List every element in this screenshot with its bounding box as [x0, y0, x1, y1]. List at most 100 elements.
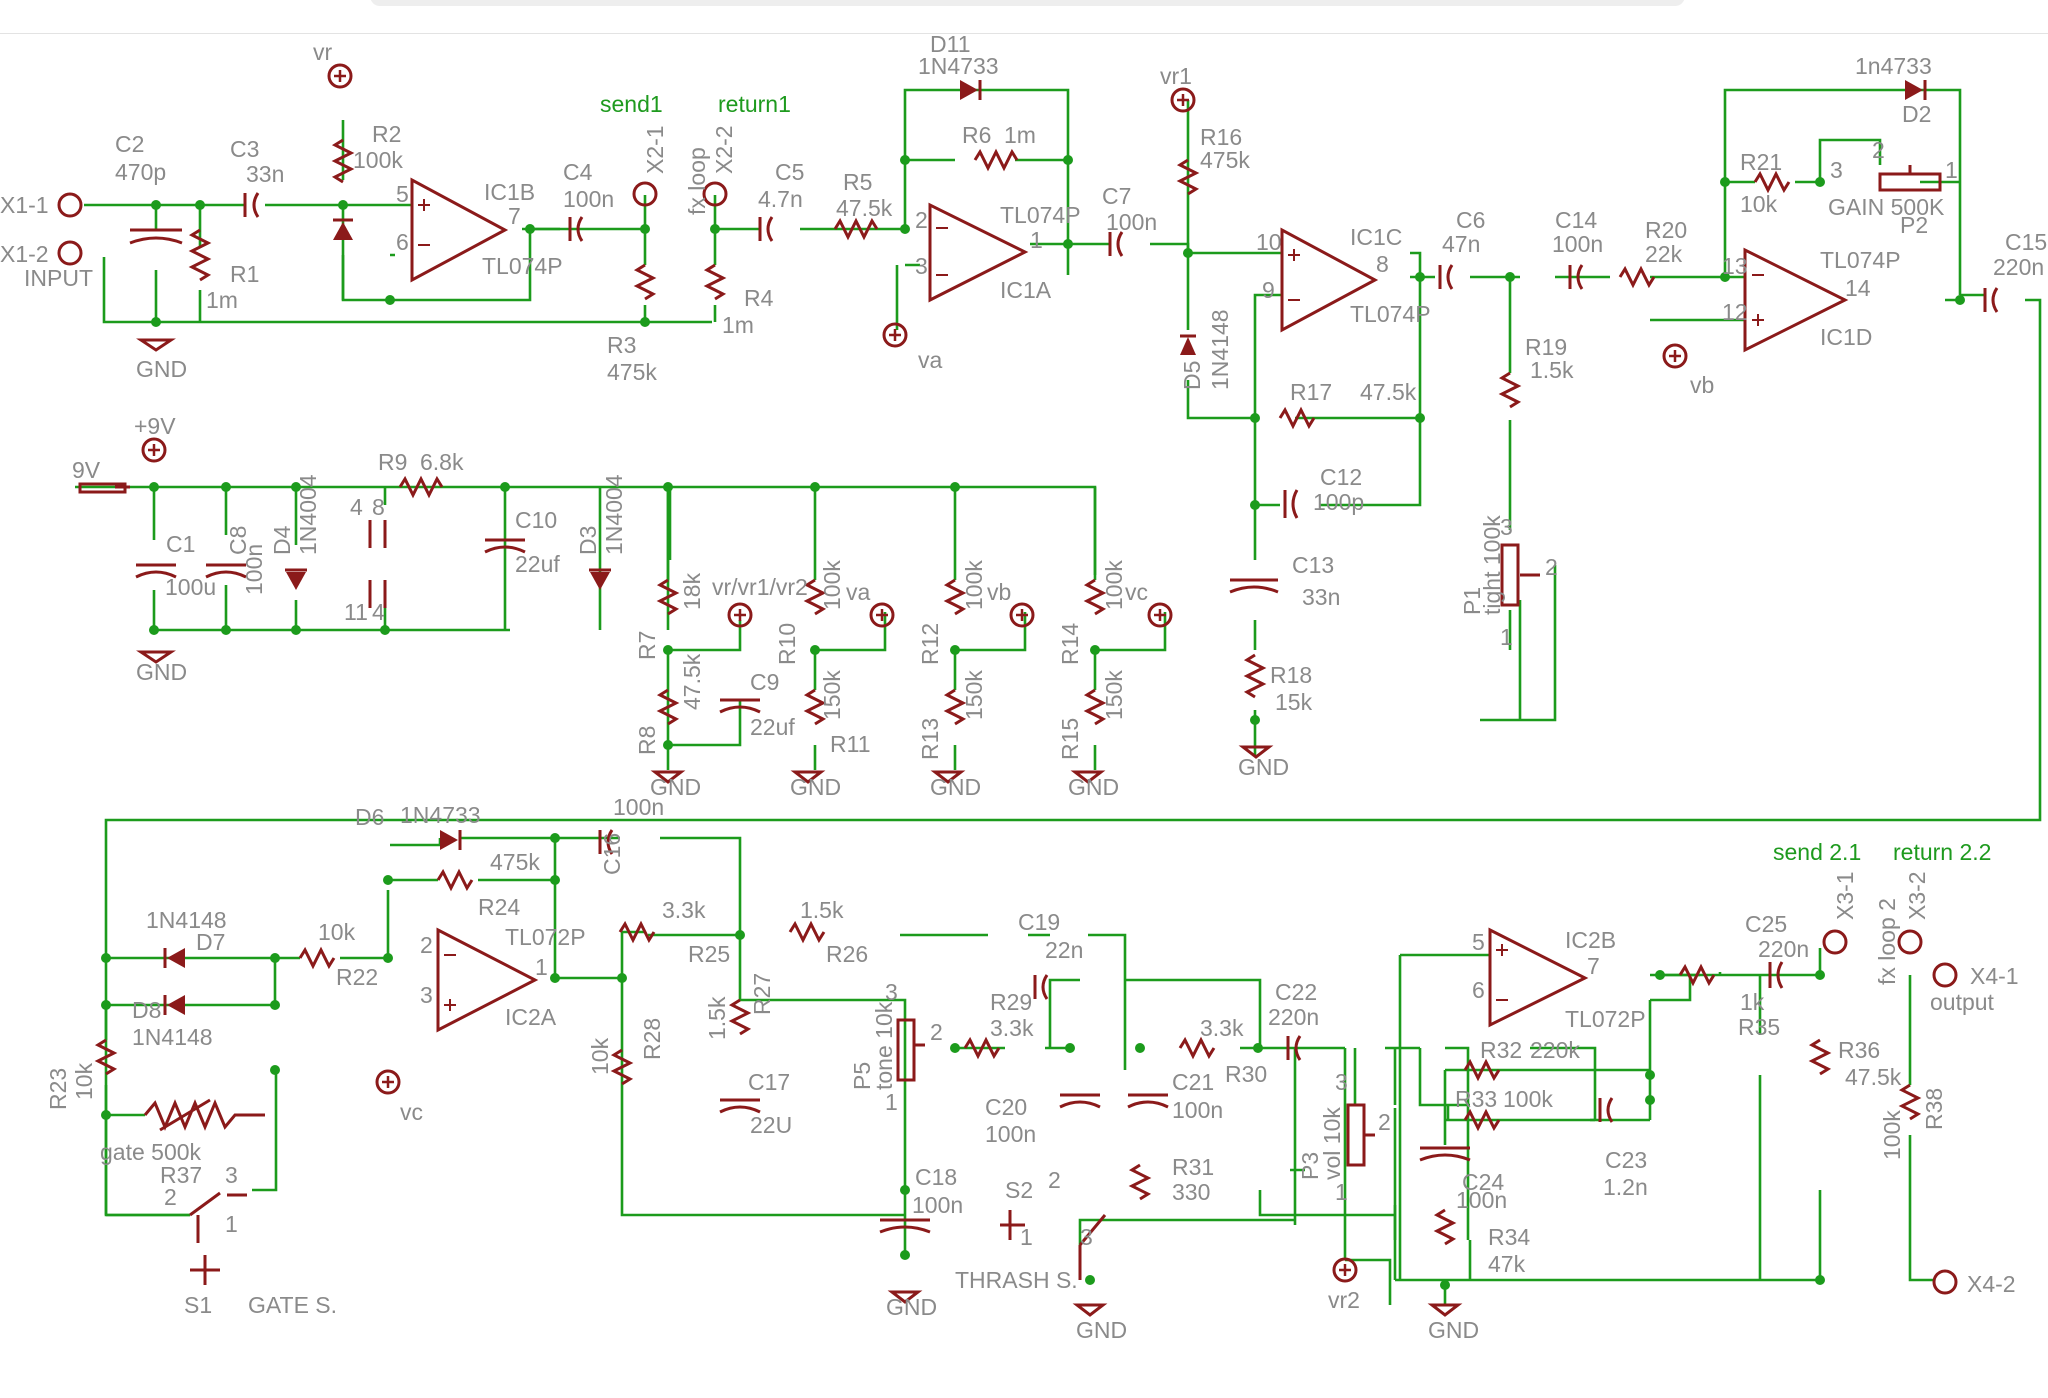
label-d2-value: 1n4733 [1855, 53, 1932, 79]
label-r10-value: 100k [819, 560, 845, 610]
pin-p2-3: 3 [1830, 157, 1843, 183]
label-c20: C20 [985, 1094, 1027, 1120]
label-p1-value: tight 100k [1479, 515, 1505, 615]
label-s2: S2 [1005, 1177, 1033, 1203]
label-vr1: vr1 [1160, 63, 1192, 89]
label-send21: send 2.1 [1773, 839, 1861, 865]
diodes [163, 80, 1927, 1015]
label-r11: R11 [830, 731, 871, 757]
label-r22: R22 [336, 964, 378, 990]
label-gate-s: GATE S. [248, 1292, 337, 1318]
label-r38: R38 [1921, 1088, 1947, 1130]
label-ic2b: IC2B [1565, 927, 1616, 953]
label-c22: C22 [1275, 979, 1317, 1005]
pin-ic1c-9: 9 [1262, 277, 1275, 303]
label-c17: C17 [748, 1069, 790, 1095]
capacitors [129, 192, 1999, 1234]
pin-ic1a-2: 2 [915, 207, 928, 233]
label-va: va [918, 347, 943, 373]
label-plus9v: +9V [134, 413, 176, 439]
label-r4-value: 1m [722, 312, 754, 338]
label-c12-value: 100p [1313, 489, 1364, 515]
label-gnd-r18: GND [1238, 754, 1289, 780]
resistors [78, 138, 1922, 1246]
label-c10-value: 22uf [515, 551, 560, 577]
label-x3-2: X3-2 [1904, 871, 1930, 920]
label-r21: R21 [1740, 149, 1782, 175]
label-r19-value: 1.5k [1530, 357, 1574, 383]
label-r17: R17 [1290, 379, 1332, 405]
pin-ic1d-13: 13 [1722, 253, 1748, 279]
label-r7b-value: 47.5k [679, 653, 705, 710]
label-gnd-r34: GND [1428, 1317, 1479, 1343]
label-c25: C25 [1745, 911, 1787, 937]
label-gnd-r13: GND [930, 774, 981, 800]
label-r3: R3 [607, 332, 636, 358]
label-c16-value: 100n [613, 794, 664, 820]
label-r15-value: 150k [1101, 670, 1127, 720]
label-ic1c: IC1C [1350, 224, 1402, 250]
label-c9-value: 22uf [750, 714, 795, 740]
pin-u-4a: 4 [350, 494, 363, 520]
pin-ic1c-8: 8 [1376, 251, 1389, 277]
label-output: output [1930, 989, 1995, 1015]
label-r11-value: 150k [819, 670, 845, 720]
label-c23: C23 [1605, 1147, 1647, 1173]
label-r1: R1 [230, 261, 259, 287]
label-d6-value: 1N4733 [400, 802, 481, 828]
label-r24: R24 [478, 894, 520, 920]
label-p1: P1 [1459, 587, 1485, 615]
label-r36-value: 47.5k [1845, 1064, 1902, 1090]
label-c14: C14 [1555, 207, 1597, 233]
label-r18-value: 15k [1275, 689, 1313, 715]
label-c4: C4 [563, 159, 593, 185]
label-r5-value: 47.5k [836, 195, 893, 221]
label-c6: C6 [1456, 207, 1485, 233]
label-gnd-2: GND [136, 659, 187, 685]
label-tl074p-b: TL074P [482, 253, 563, 279]
label-r29: R29 [990, 989, 1032, 1015]
label-r34: R34 [1488, 1224, 1530, 1250]
label-r34-value: 47k [1488, 1251, 1526, 1277]
label-c20-value: 100n [985, 1121, 1036, 1147]
label-r32: R32 [1480, 1037, 1522, 1063]
label-r26-value: 1.5k [800, 897, 844, 923]
label-c12: C12 [1320, 464, 1362, 490]
label-c5-value: 4.7n [758, 186, 803, 212]
label-r24-value: 475k [490, 849, 540, 875]
label-vr2: vr2 [1328, 1287, 1360, 1313]
label-thrash: THRASH S. [955, 1267, 1078, 1293]
label-r1-value: 1m [206, 287, 238, 313]
browser-top-strip [370, 0, 1685, 6]
label-r30: R30 [1225, 1061, 1267, 1087]
label-r6-value: 1m [1004, 122, 1036, 148]
label-r2-value: 100k [353, 147, 403, 173]
pin-ic2b-5: 5 [1472, 929, 1485, 955]
label-c13-value: 33n [1302, 584, 1340, 610]
label-c9: C9 [750, 669, 779, 695]
label-gnd-c18: GND [886, 1294, 937, 1320]
pin-s1-2: 2 [164, 1184, 177, 1210]
label-r28-value: 10k [587, 1037, 613, 1075]
pin-ic2a-1: 1 [535, 954, 548, 980]
label-r20-value: 22k [1645, 241, 1683, 267]
label-gate500k: gate 500k [100, 1139, 202, 1165]
label-ic1d: IC1D [1820, 324, 1872, 350]
label-fx-loop-2: fx loop 2 [1874, 898, 1900, 985]
label-tl074p-d: TL074P [1820, 247, 1901, 273]
label-r21-value: 10k [1740, 191, 1778, 217]
label-d5: D5 [1179, 361, 1205, 390]
label-r35: R35 [1738, 1014, 1780, 1040]
pin-ic1d-14: 14 [1845, 275, 1871, 301]
label-c2-value: 470p [115, 159, 166, 185]
label-r23: R23 [45, 1068, 71, 1110]
label-d11: D11 [930, 31, 971, 57]
label-r10: R10 [774, 623, 800, 665]
label-9v: 9V [72, 457, 101, 483]
pin-ic2b-7: 7 [1587, 953, 1600, 979]
label-r30-value: 3.3k [1200, 1015, 1244, 1041]
label-r7-value: 18k [679, 572, 705, 610]
label-x2-2: X2-2 [711, 125, 737, 174]
label-x1-1: X1-1 [0, 192, 49, 218]
labels: X1-1 X1-2 INPUT C2 470p C3 33n R1 1m GND… [0, 31, 2047, 1343]
